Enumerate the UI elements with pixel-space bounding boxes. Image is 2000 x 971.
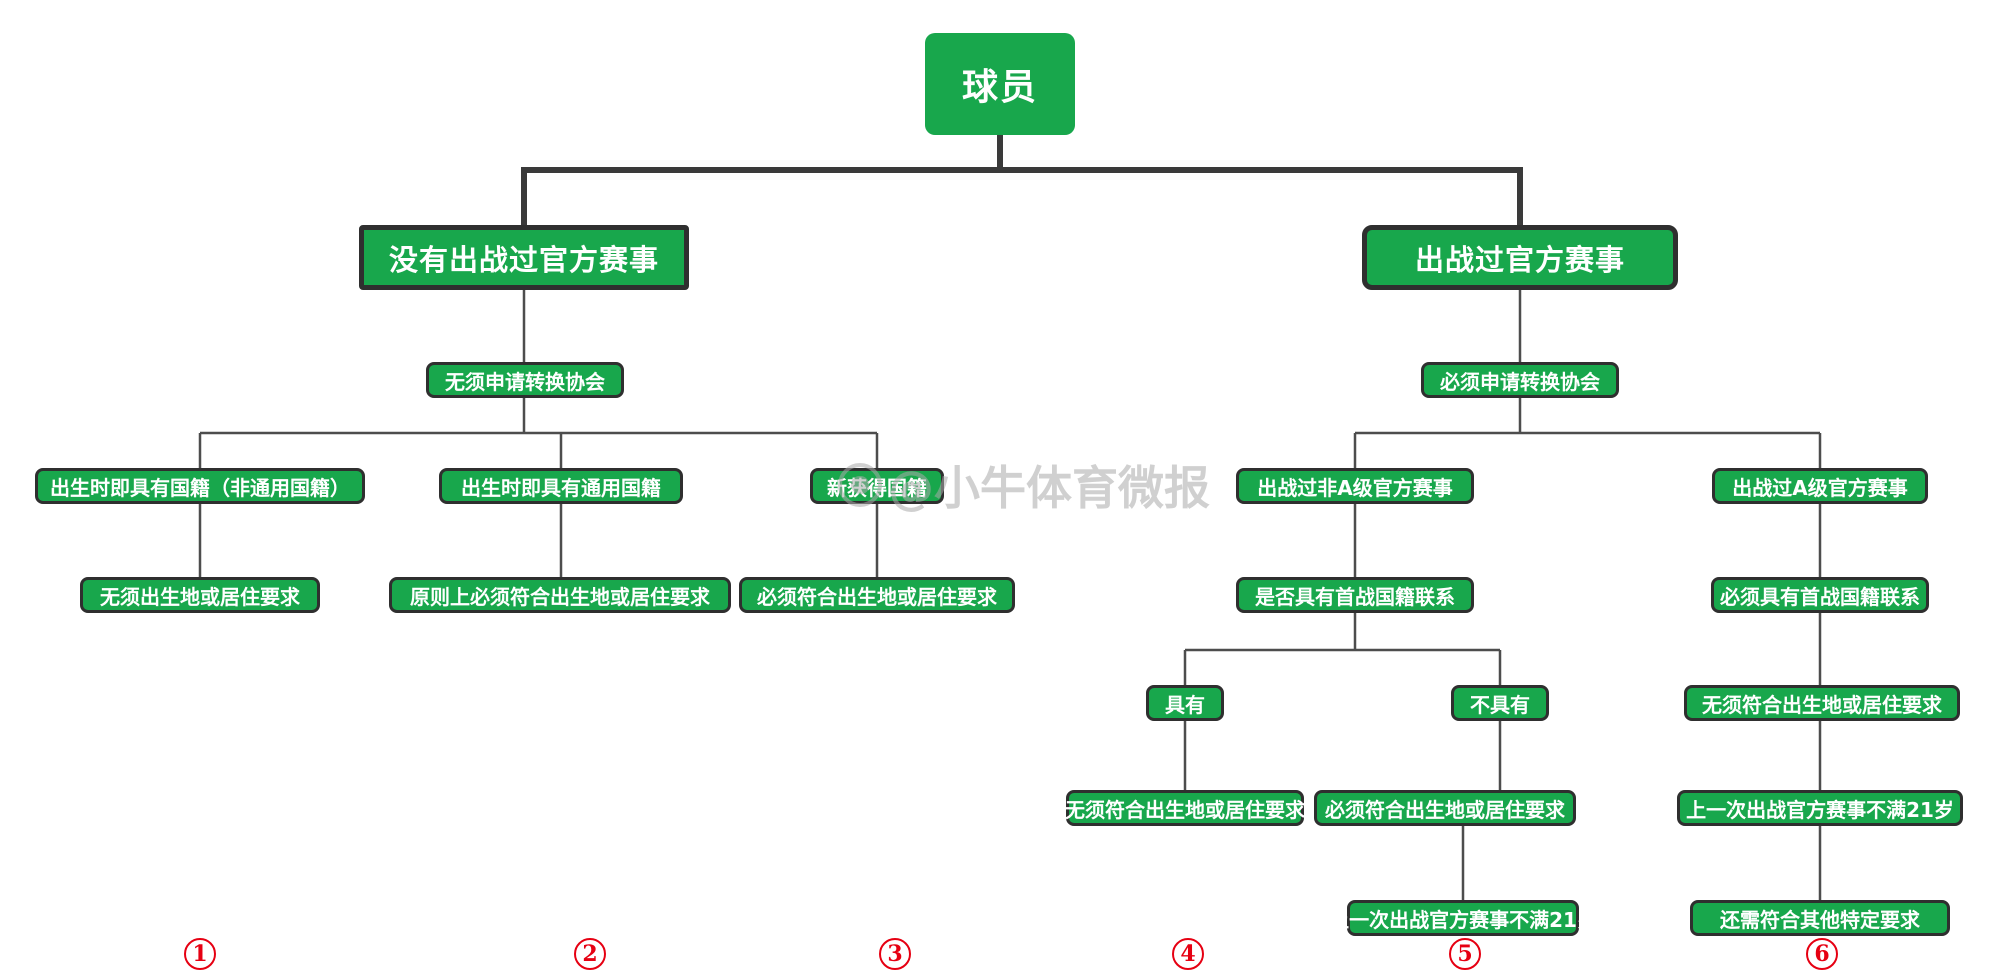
node-player: 球员 bbox=[925, 33, 1075, 135]
footnote-6-circled-number: 6 bbox=[1806, 938, 1838, 970]
node-newly-acquired-nationality: 新获得国籍 bbox=[810, 468, 944, 504]
node-other-specific-requirements: 还需符合其他特定要求 bbox=[1690, 900, 1950, 936]
node-birth-non-universal-nationality: 出生时即具有国籍（非通用国籍） bbox=[35, 468, 365, 504]
node-no-need-meet-birthplace-residence: 无须符合出生地或居住要求 bbox=[1065, 790, 1305, 826]
node-no-official-match: 没有出战过官方赛事 bbox=[359, 225, 689, 290]
footnote-4-circled-number: 4 bbox=[1172, 938, 1204, 970]
node-must-birthplace-residence-req: 必须符合出生地或居住要求 bbox=[739, 577, 1015, 613]
node-has-link: 具有 bbox=[1146, 685, 1224, 721]
footnote-3-circled-number: 3 bbox=[879, 938, 911, 970]
node-played-official-match: 出战过官方赛事 bbox=[1362, 225, 1678, 290]
node-no-birthplace-residence-req: 无须出生地或居住要求 bbox=[80, 577, 320, 613]
connector-branches bbox=[198, 290, 1822, 900]
node-no-need-apply-transfer: 无须申请转换协会 bbox=[426, 362, 624, 398]
node-must-meet-birthplace-residence: 必须符合出生地或居住要求 bbox=[1314, 790, 1576, 826]
node-last-match-under-21-mid: 上一次出战官方赛事不满21岁 bbox=[1329, 900, 1597, 936]
connector-trunk bbox=[521, 135, 1523, 225]
node-last-match-under-21-right: 上一次出战官方赛事不满21岁 bbox=[1677, 790, 1963, 826]
footnote-1-circled-number: 1 bbox=[184, 938, 216, 970]
node-must-have-first-match-link: 必须具有首战国籍联系 bbox=[1711, 577, 1929, 613]
node-no-need-meet-birthplace-residence-right: 无须符合出生地或居住要求 bbox=[1684, 685, 1960, 721]
node-must-apply-transfer: 必须申请转换协会 bbox=[1421, 362, 1619, 398]
node-played-non-a-level: 出战过非A级官方赛事 bbox=[1236, 468, 1474, 504]
footnote-2-circled-number: 2 bbox=[574, 938, 606, 970]
node-principle-birthplace-residence-req: 原则上必须符合出生地或居住要求 bbox=[389, 577, 731, 613]
node-birth-universal-nationality: 出生时即具有通用国籍 bbox=[439, 468, 683, 504]
node-no-link: 不具有 bbox=[1451, 685, 1549, 721]
node-played-a-level: 出战过A级官方赛事 bbox=[1712, 468, 1928, 504]
footnote-5-circled-number: 5 bbox=[1449, 938, 1481, 970]
node-first-match-nationality-link-question: 是否具有首战国籍联系 bbox=[1236, 577, 1474, 613]
